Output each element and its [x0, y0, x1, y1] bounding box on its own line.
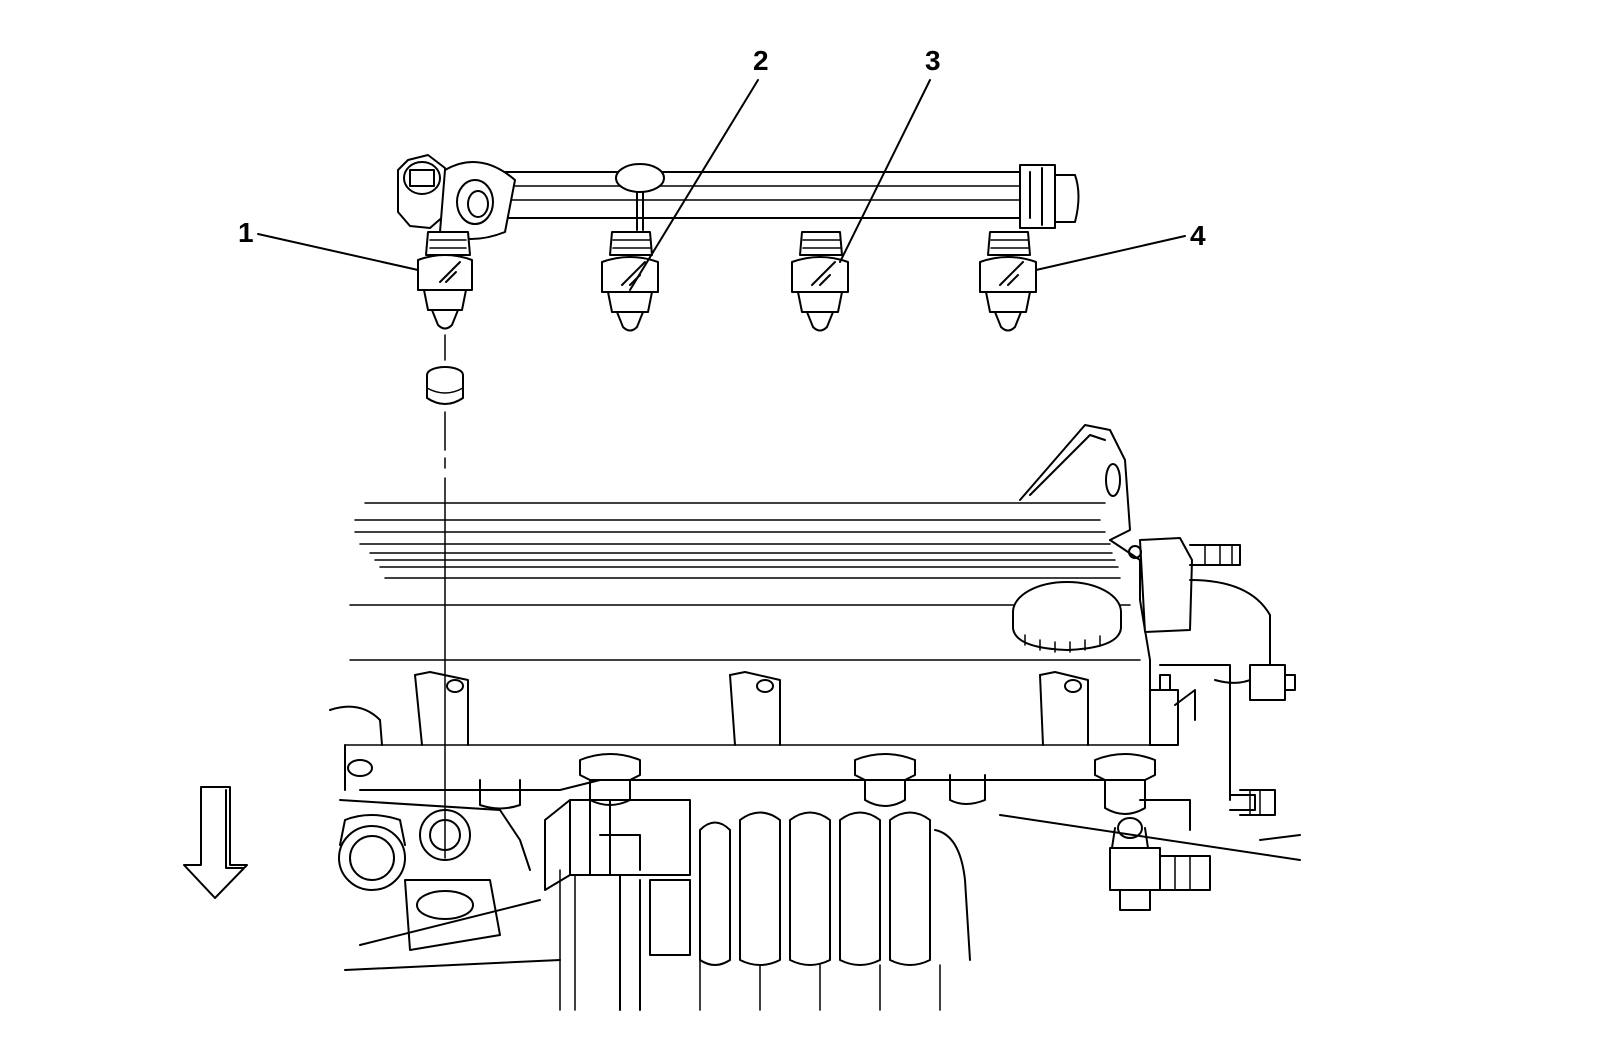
callout-label-1: 1 — [238, 217, 254, 248]
down-arrow-icon — [183, 786, 248, 899]
callout-1: 1 — [238, 217, 419, 271]
fuel-injector-1 — [417, 231, 473, 330]
callout-2: 2 — [629, 45, 769, 291]
injector-seal — [426, 366, 464, 405]
leader-line-4 — [1035, 235, 1186, 271]
fuel-injector-3 — [791, 231, 849, 332]
intake-air-duct — [544, 799, 971, 1011]
callout-4: 4 — [1035, 220, 1206, 271]
callout-3: 3 — [839, 45, 941, 263]
leader-line-1 — [257, 233, 419, 271]
engine-cylinder-head — [329, 424, 1301, 971]
callout-label-2: 2 — [753, 45, 769, 76]
fuel-rail — [397, 154, 1080, 240]
leader-line-2 — [629, 79, 759, 291]
callout-label-3: 3 — [925, 45, 941, 76]
leader-line-3 — [839, 79, 931, 263]
fuel-injector-4 — [979, 231, 1037, 332]
fuel-injector-2 — [601, 231, 659, 332]
callout-label-4: 4 — [1190, 220, 1206, 251]
